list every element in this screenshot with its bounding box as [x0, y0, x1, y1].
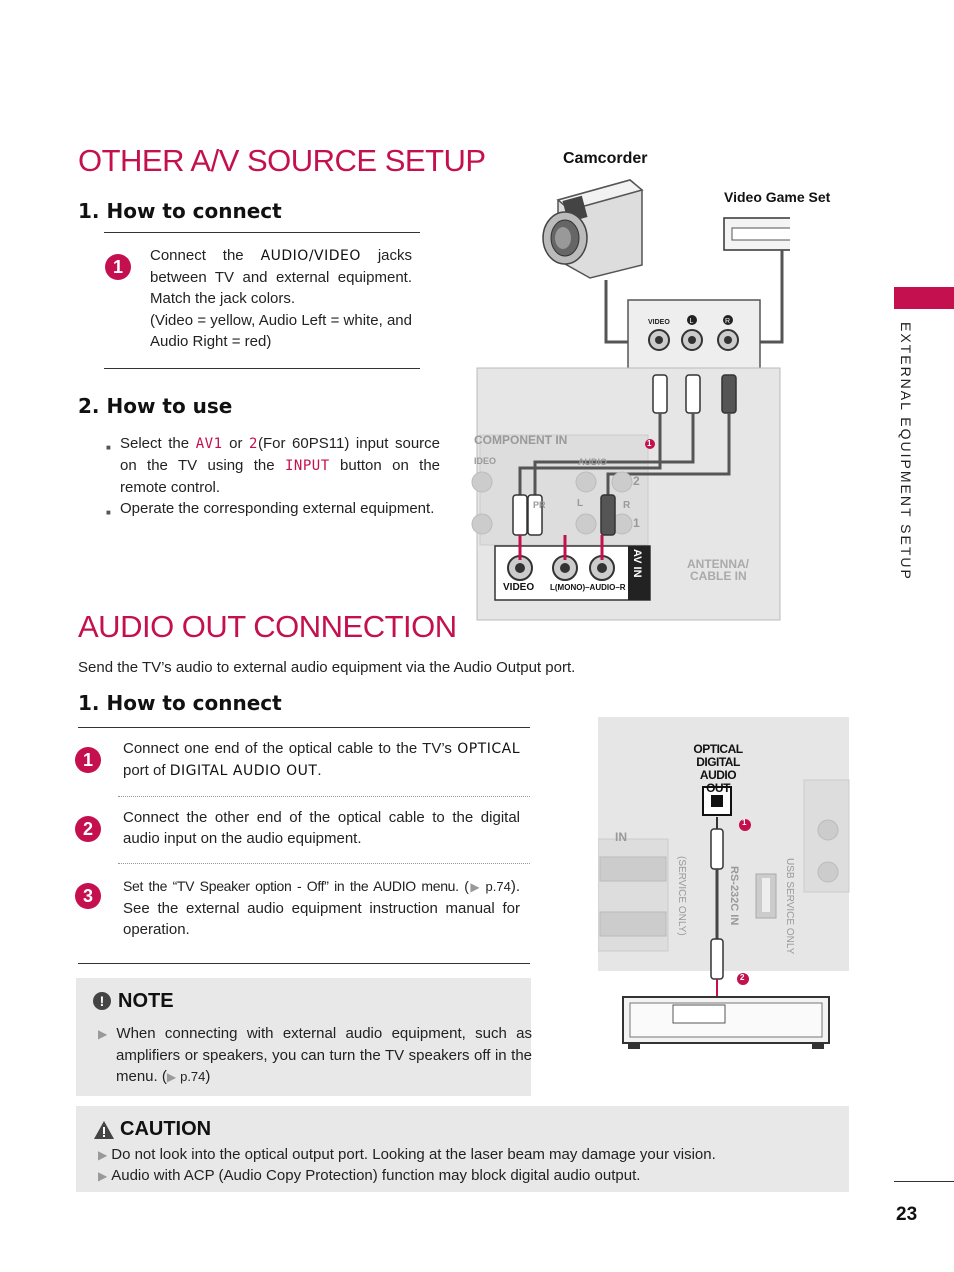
av2-key: 2 — [249, 436, 258, 452]
step-number-3: 3 — [75, 883, 101, 909]
av-video-label: VIDEO — [503, 582, 535, 593]
input-2-label: 2 — [633, 474, 640, 488]
step1-prefix: Connect the — [150, 247, 244, 264]
hdmi-in-label: IN — [615, 830, 627, 844]
step1-suffix: jacks between TV and external equipment.… — [150, 247, 412, 307]
camcorder-icon — [542, 179, 644, 279]
divider — [104, 232, 420, 233]
use-item-1: Select the AV1 or 2(For 60PS11) input so… — [120, 435, 441, 496]
use-item-2: Operate the corresponding external equip… — [120, 500, 435, 517]
section-title-audio-out: AUDIO OUT CONNECTION — [78, 609, 457, 644]
jack-colors-note: (Video = yellow, Audio Left = white, and… — [150, 312, 412, 350]
callout-1: 1 — [647, 439, 652, 448]
optical-port-label: OPTICAL DIGITAL AUDIO OUT — [693, 742, 743, 795]
l-label: L — [577, 498, 584, 509]
service-only-label: (SERVICE ONLY) — [676, 856, 687, 936]
caution-item-2: ▶Audio with ACP (Audio Copy Protection) … — [98, 1167, 641, 1184]
audio-video-key: AUDIO/VIDEO — [260, 248, 361, 264]
how-to-connect-heading: 1. How to connect — [78, 199, 282, 223]
divider — [78, 963, 530, 964]
usb-service-label: USB SERVICE ONLY — [784, 858, 795, 955]
step1-text: Connect the AUDIO/VIDEO jacks between TV… — [150, 245, 412, 309]
caution-title: CAUTION — [120, 1118, 212, 1140]
cable-in-label: CABLE IN — [690, 569, 747, 583]
optical-connection-diagram — [598, 717, 850, 1049]
note-page-ref[interactable]: p.74 — [180, 1069, 206, 1084]
av-connection-diagram: VIDEO L R — [471, 179, 790, 621]
camcorder-label: Camcorder — [563, 150, 648, 167]
av1-key: AV1 — [195, 436, 223, 452]
svg-text:L: L — [690, 318, 694, 325]
section-title-av-source: OTHER A/V SOURCE SETUP — [78, 143, 486, 178]
rs232-label: RS-232C IN — [728, 866, 740, 926]
r-label: R — [623, 500, 631, 511]
caution-box: CAUTION ▶Do not look into the optical ou… — [76, 1106, 849, 1192]
step-number-1: 1 — [105, 254, 131, 280]
step-number-1: 1 — [75, 747, 101, 773]
divider — [104, 368, 420, 369]
note-title: NOTE — [118, 990, 174, 1012]
video-game-label: Video Game Set — [724, 189, 831, 205]
how-to-use-heading: 2. How to use — [78, 394, 233, 418]
section-tab-marker — [894, 287, 954, 309]
video-game-icon — [723, 217, 790, 251]
antenna-label: ANTENNA/ — [687, 557, 749, 571]
divider — [78, 727, 530, 728]
av-in-label: AV IN — [631, 549, 643, 578]
optical-callout-1: 1 — [742, 818, 747, 827]
input-key: INPUT — [285, 458, 330, 474]
note-icon: ! — [93, 992, 111, 1010]
note-box: ! NOTE ▶When connecting with external au… — [76, 978, 532, 1096]
audio-step-2: Connect the other end of the optical cab… — [123, 809, 520, 847]
optical-key: OPTICAL — [457, 741, 520, 757]
page-number-rule — [894, 1181, 954, 1182]
optical-callout-2: 2 — [740, 973, 745, 982]
svg-text:R: R — [725, 318, 730, 325]
how-to-connect-heading-2: 1. How to connect — [78, 691, 282, 715]
caution-item-1: ▶Do not look into the optical output por… — [98, 1146, 716, 1163]
page-ref-p74[interactable]: p.74 — [485, 879, 511, 894]
note-text: ▶When connecting with external audio equ… — [98, 1025, 532, 1085]
audio-step-1: Connect one end of the optical cable to … — [123, 740, 520, 779]
av-audio-label: L(MONO)–AUDIO–R — [550, 583, 626, 592]
dotted-divider — [118, 796, 530, 797]
video-small-label: IDEO — [474, 456, 497, 466]
page-number: 23 — [896, 1204, 918, 1225]
component-in-label: COMPONENT IN — [474, 433, 568, 447]
pr-label: PR — [533, 500, 546, 510]
warning-icon — [94, 1121, 114, 1139]
input-1-label: 1 — [633, 516, 640, 530]
audio-out-intro: Send the TV’s audio to external audio eq… — [78, 659, 576, 676]
dotted-divider — [118, 863, 530, 864]
section-tab-label: EXTERNAL EQUIPMENT SETUP — [898, 322, 914, 581]
svg-text:VIDEO: VIDEO — [648, 319, 670, 326]
step-number-2: 2 — [75, 816, 101, 842]
audio-step-3: Set the “TV Speaker option - Off” in the… — [123, 878, 521, 938]
audio-small-label: AUDIO — [578, 457, 607, 467]
digital-audio-out-key: DIGITAL AUDIO OUT — [169, 763, 318, 779]
